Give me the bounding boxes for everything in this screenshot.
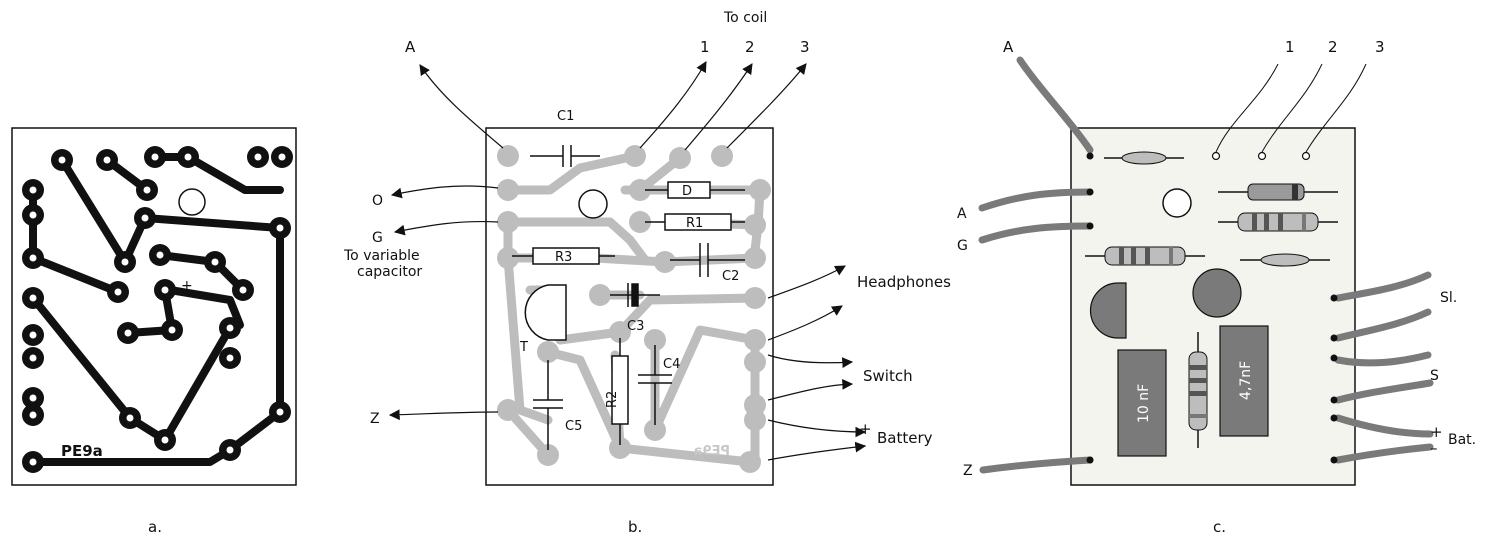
label-battery: Battery	[877, 429, 933, 447]
panel-a: + PE9a a.	[11, 127, 297, 536]
label-battery-minus: –	[859, 436, 867, 454]
component-r2	[611, 338, 629, 445]
label-r3: R3	[555, 250, 572, 265]
label-sl: Sl.	[1440, 290, 1457, 306]
component-r1	[645, 213, 745, 231]
label-d: D	[682, 184, 692, 199]
component-c1-c	[1104, 151, 1184, 165]
label-r1: R1	[686, 216, 703, 231]
connection-arrows	[388, 61, 867, 461]
label-b-1: 1	[700, 38, 710, 56]
label-r2: R2	[605, 391, 620, 408]
label-c3: C3	[627, 319, 644, 334]
caption-a: a.	[148, 518, 162, 536]
component-c3-c	[1192, 268, 1242, 318]
label-b-o: O	[372, 193, 383, 209]
plus-mark-a: +	[181, 278, 193, 294]
component-cap-10nf: 10 nF	[1117, 349, 1167, 457]
component-transistor-c	[1089, 282, 1127, 339]
component-c3	[610, 283, 660, 307]
label-c-z: Z	[963, 463, 973, 479]
label-bat-plus: +	[1430, 423, 1443, 441]
coil-leads	[1215, 63, 1367, 153]
label-47nf: 4,7nF	[1238, 361, 1254, 400]
component-t	[524, 284, 567, 341]
label-s: S	[1430, 368, 1439, 384]
component-r3	[512, 247, 615, 265]
label-b-z: Z	[370, 411, 380, 427]
component-r2-c	[1188, 332, 1208, 448]
label-c-2: 2	[1328, 38, 1338, 56]
component-c5	[533, 360, 563, 450]
panel-b: C1 D R1 R3 C2 C3 C4 C5 T R2 PE9a To coil…	[343, 10, 951, 536]
component-r1-c	[1218, 212, 1338, 232]
label-bat: Bat.	[1448, 432, 1476, 448]
wire-pads	[1086, 152, 1338, 464]
label-c-3: 3	[1375, 38, 1385, 56]
copper-traces	[29, 153, 284, 466]
label-b-3: 3	[800, 38, 810, 56]
pad-holes	[29, 153, 286, 466]
component-cap-47nf: 4,7nF	[1219, 325, 1269, 437]
component-r3-c	[1085, 246, 1205, 266]
component-c2-c	[1240, 253, 1330, 267]
label-b-a: A	[405, 38, 416, 56]
component-d	[645, 181, 745, 199]
label-variable-line1: To variable	[343, 248, 420, 264]
mounting-hole	[178, 188, 206, 216]
label-variable-line2: capacitor	[357, 264, 422, 280]
panel-c: 10 nF 4,7nF A 1 2 3 A G Z Sl. S Bat. + –…	[957, 38, 1476, 536]
label-t: T	[519, 340, 528, 355]
mounting-hole-b	[578, 189, 608, 219]
label-headphones: Headphones	[857, 273, 951, 291]
board-code-b-mirrored: PE9a	[694, 444, 730, 459]
component-c2	[670, 243, 745, 277]
label-10nf: 10 nF	[1136, 384, 1152, 423]
label-to-coil: To coil	[723, 10, 767, 26]
wires	[978, 56, 1434, 474]
coil-pads	[1211, 151, 1311, 161]
caption-b: b.	[628, 518, 642, 536]
component-c4	[638, 345, 672, 425]
label-c1: C1	[557, 109, 574, 124]
board-code-a: PE9a	[61, 442, 103, 460]
label-b-g: G	[372, 230, 383, 246]
label-switch: Switch	[863, 367, 913, 385]
component-c1	[530, 145, 600, 167]
label-bat-minus: –	[1430, 439, 1438, 457]
label-c-a-top: A	[1003, 38, 1014, 56]
caption-c: c.	[1213, 518, 1226, 536]
component-diode-c	[1218, 183, 1338, 201]
label-c-g: G	[957, 238, 968, 254]
label-c4: C4	[663, 357, 680, 372]
label-c5: C5	[565, 419, 582, 434]
label-c-a-left: A	[957, 206, 967, 222]
label-c-1: 1	[1285, 38, 1295, 56]
gray-pads	[497, 145, 771, 473]
mounting-hole-c	[1162, 188, 1192, 218]
label-c2: C2	[722, 269, 739, 284]
label-b-2: 2	[745, 38, 755, 56]
